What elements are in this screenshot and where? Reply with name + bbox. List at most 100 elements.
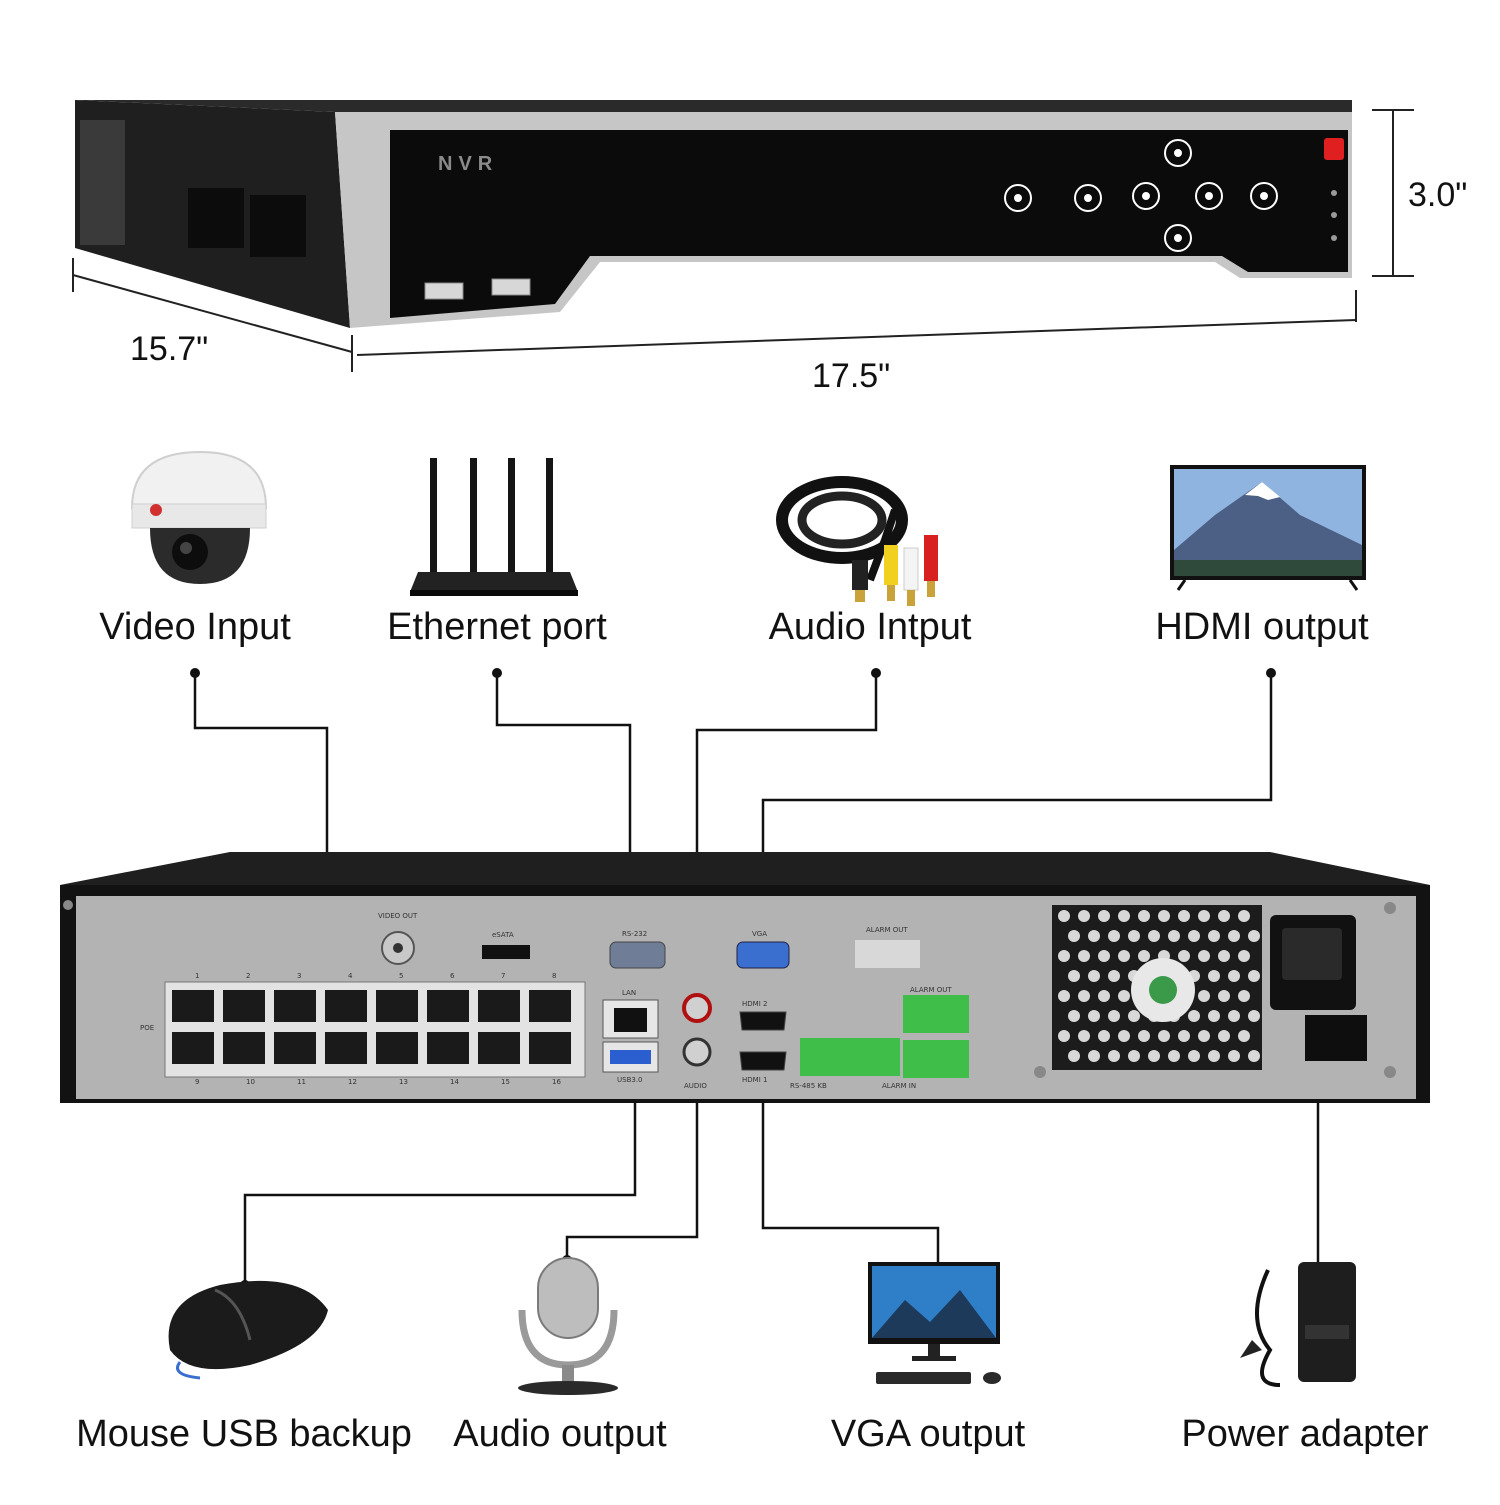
- fan-hole: [1128, 1010, 1140, 1022]
- monitor-icon: [868, 1262, 1001, 1384]
- fan-hole: [1098, 990, 1110, 1002]
- fan-hole: [1248, 1050, 1260, 1062]
- fan-hole: [1248, 1010, 1260, 1022]
- power-button-icon: [1324, 138, 1344, 160]
- fan-hole: [1198, 910, 1210, 922]
- rj45-port: [172, 990, 214, 1022]
- fan-hole: [1158, 910, 1170, 922]
- fan-hole: [1178, 910, 1190, 922]
- fan-hole: [1068, 930, 1080, 942]
- label-hdmi1: HDMI 1: [742, 1076, 767, 1084]
- port-number-top: 3: [297, 972, 301, 980]
- fan-hole: [1228, 1050, 1240, 1062]
- rj45-port: [325, 990, 367, 1022]
- fan-hole: [1098, 910, 1110, 922]
- port-number-bottom: 13: [399, 1078, 408, 1086]
- rj45-port: [223, 990, 265, 1022]
- fan-hole: [1238, 910, 1250, 922]
- fan-hole: [1108, 1010, 1120, 1022]
- fan-hole: [1118, 1030, 1130, 1042]
- depth-dimension-label: 15.7": [130, 330, 209, 368]
- fan-hole: [1148, 1050, 1160, 1062]
- fan-hole: [1208, 1050, 1220, 1062]
- label-poe: POE: [140, 1024, 154, 1032]
- ethernet-port-label: Ethernet port: [387, 606, 607, 648]
- rj45-port: [223, 1032, 265, 1064]
- fan-hole: [1238, 990, 1250, 1002]
- microphone-icon: [518, 1257, 618, 1395]
- height-dimension-label: 3.0": [1408, 176, 1468, 214]
- port-number-bottom: 11: [297, 1078, 306, 1086]
- hdmi-output-label: HDMI output: [1155, 606, 1369, 648]
- fan-hole: [1198, 950, 1210, 962]
- port-number-bottom: 9: [195, 1078, 199, 1086]
- audio-input-label: Audio Intput: [768, 606, 972, 648]
- rj45-port: [478, 990, 520, 1022]
- av-cable-icon: [776, 476, 938, 606]
- port-number-bottom: 12: [348, 1078, 357, 1086]
- fan-hole: [1118, 910, 1130, 922]
- port-number-top: 6: [450, 972, 455, 980]
- fan-hole: [1108, 970, 1120, 982]
- port-number-top: 8: [552, 972, 556, 980]
- rj45-port: [376, 990, 418, 1022]
- fan-hole: [1218, 990, 1230, 1002]
- label-esata: eSATA: [492, 931, 514, 939]
- port-number-bottom: 10: [246, 1078, 255, 1086]
- fan-hole: [1138, 910, 1150, 922]
- fan-hole: [1118, 950, 1130, 962]
- video-input-label: Video Input: [99, 606, 291, 648]
- fan-hole: [1188, 1050, 1200, 1062]
- port-number-top: 5: [399, 972, 403, 980]
- fan-hole: [1078, 990, 1090, 1002]
- label-usb: USB3.0: [617, 1076, 643, 1084]
- tv-icon: [1170, 465, 1366, 591]
- fan-hole: [1238, 950, 1250, 962]
- mouse-usb-backup-label: Mouse USB backup: [76, 1413, 412, 1455]
- rj45-port: [376, 1032, 418, 1064]
- fan-hole: [1058, 910, 1070, 922]
- label-hdmi2: HDMI 2: [742, 1000, 767, 1008]
- fan-hole: [1248, 970, 1260, 982]
- fan-hole: [1158, 1030, 1170, 1042]
- fan-hole: [1198, 1030, 1210, 1042]
- fan-hole: [1108, 1050, 1120, 1062]
- fan-hole: [1088, 930, 1100, 942]
- rj45-port: [274, 990, 316, 1022]
- label-rs485: RS-485 KB: [790, 1082, 827, 1090]
- rj45-port: [274, 1032, 316, 1064]
- fan-hole: [1218, 950, 1230, 962]
- fan-hole: [1138, 1030, 1150, 1042]
- fan-hole: [1178, 950, 1190, 962]
- fan-hole: [1218, 910, 1230, 922]
- port-number-top: 2: [246, 972, 250, 980]
- fan-hole: [1078, 910, 1090, 922]
- fan-hole: [1218, 1030, 1230, 1042]
- fan-hole: [1058, 1030, 1070, 1042]
- fan-hole: [1118, 990, 1130, 1002]
- port-number-top: 1: [195, 972, 199, 980]
- fan-hole: [1248, 930, 1260, 942]
- fan-hole: [1188, 930, 1200, 942]
- fan-hole: [1238, 1030, 1250, 1042]
- front-brand-text: NVR: [438, 153, 498, 175]
- width-dimension-label: 17.5": [812, 357, 891, 395]
- dome-camera-icon: [130, 450, 268, 584]
- fan-hole: [1078, 1030, 1090, 1042]
- label-alarm-in: ALARM IN: [882, 1082, 916, 1090]
- label-alarm-out: ALARM OUT: [910, 986, 952, 994]
- port-number-top: 7: [501, 972, 505, 980]
- fan-hole: [1068, 970, 1080, 982]
- fan-hole: [1228, 1010, 1240, 1022]
- fan-hole: [1198, 990, 1210, 1002]
- rj45-port: [427, 1032, 469, 1064]
- label-rs232: RS-232: [622, 930, 647, 938]
- fan-hole: [1128, 930, 1140, 942]
- fan-hole: [1078, 950, 1090, 962]
- fan-hole: [1058, 990, 1070, 1002]
- fan-hole: [1098, 1030, 1110, 1042]
- nvr-rear-view: [60, 852, 1430, 1103]
- rj45-port: [172, 1032, 214, 1064]
- rj45-port: [529, 1032, 571, 1064]
- router-icon: [410, 458, 578, 596]
